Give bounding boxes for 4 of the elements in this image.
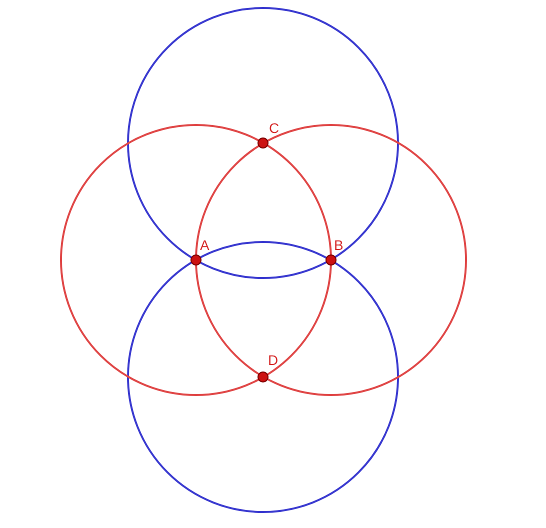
point-label: C bbox=[269, 121, 280, 135]
point-label: D bbox=[268, 353, 278, 367]
point-label: A bbox=[200, 238, 210, 252]
point-label: B bbox=[334, 238, 344, 252]
